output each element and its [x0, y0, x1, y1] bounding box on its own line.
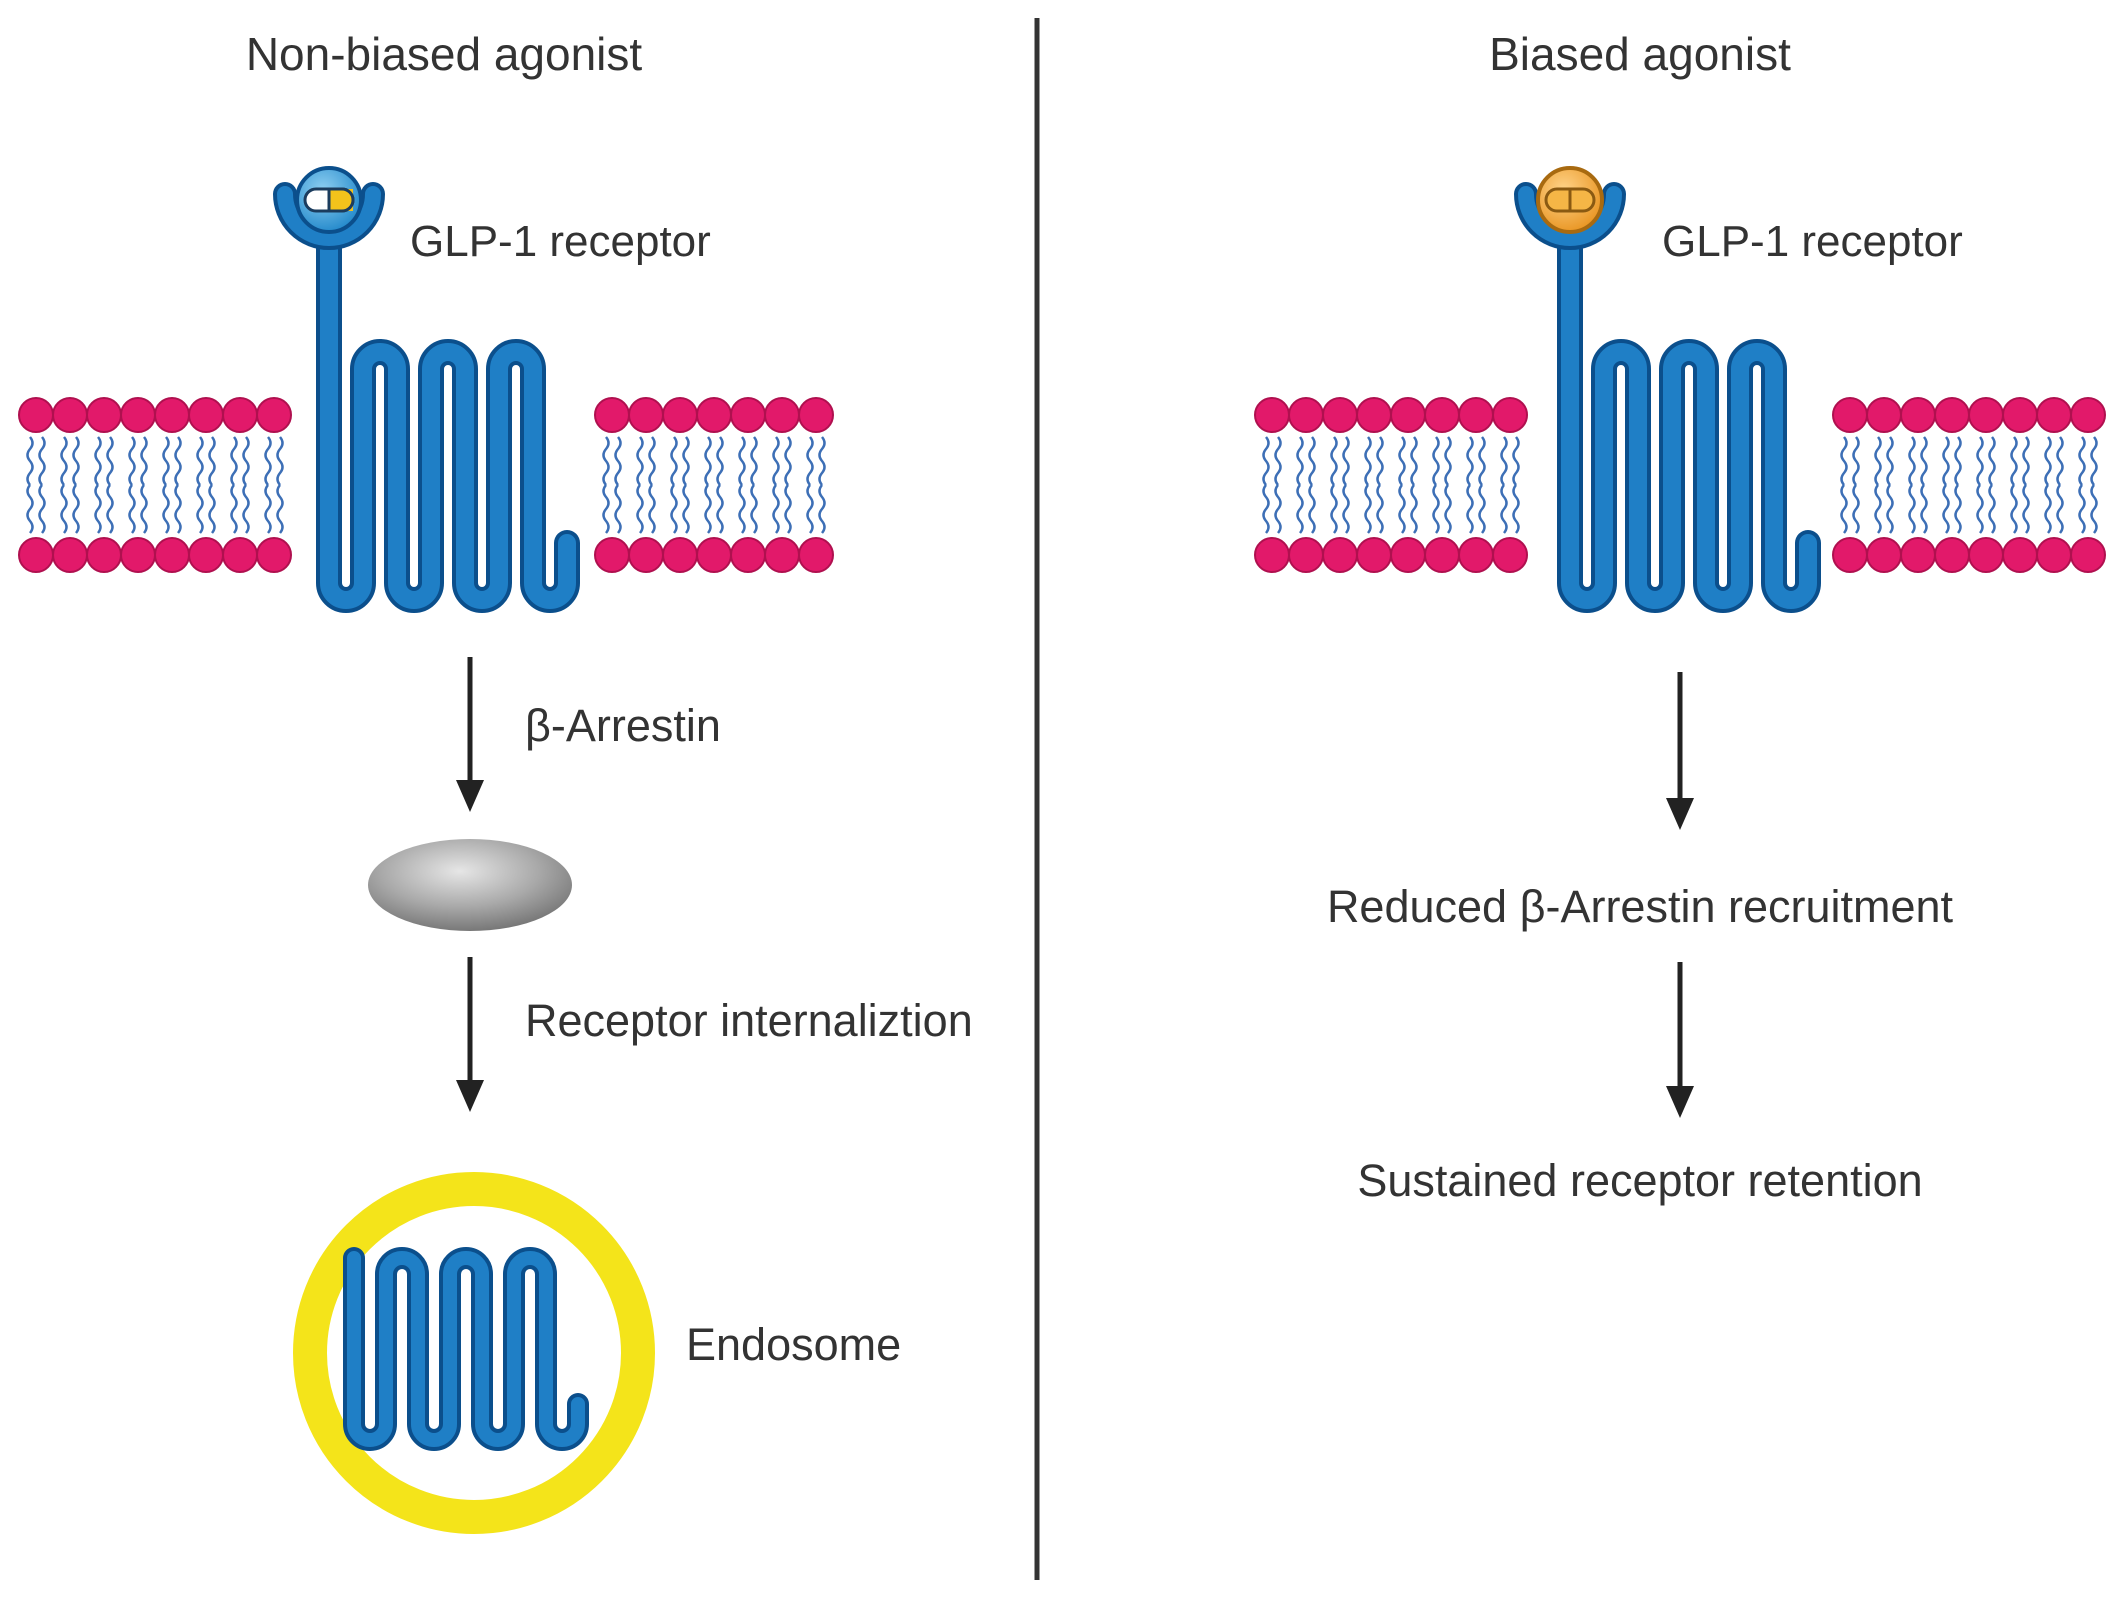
lipid-bilayer-icon: [594, 397, 834, 573]
ellipse-protein-icon: [368, 839, 572, 931]
right-panel-title: Biased agonist: [1489, 28, 1791, 80]
capsule-ligand-icon: [1536, 166, 1604, 234]
right-panel: Biased agonist GLP-1 receptor Reduced β-…: [1254, 28, 2106, 1206]
lipid-bilayer-icon: [18, 397, 292, 573]
left-panel-title: Non-biased agonist: [246, 28, 643, 80]
lipid-bilayer-icon: [1254, 397, 1528, 573]
beta-arrestin-label: β-Arrestin: [525, 700, 721, 751]
endosome-label: Endosome: [686, 1319, 901, 1370]
retention-label: Sustained receptor retention: [1357, 1155, 1922, 1206]
arrow-to-retention: [1666, 962, 1694, 1118]
reduced-recruitment-label: Reduced β-Arrestin recruitment: [1327, 881, 1954, 932]
left-panel: Non-biased agonist GLP-1 receptor β-Arre…: [18, 28, 973, 1534]
left-receptor-label: GLP-1 receptor: [410, 217, 711, 266]
arrow-to-beta-arrestin: [456, 657, 484, 812]
gpcr-seven-transmembrane-icon: [1514, 182, 1821, 613]
lipid-bilayer-icon: [1832, 397, 2106, 573]
arrow-to-endosome: [456, 957, 484, 1112]
gpcr-seven-transmembrane-icon: [273, 182, 580, 613]
right-receptor-label: GLP-1 receptor: [1662, 217, 1963, 266]
arrow-to-reduced-recruitment: [1666, 672, 1694, 830]
vesicle-ring-icon: [293, 1172, 655, 1534]
gpcr-seven-transmembrane-icon: [343, 1247, 589, 1451]
capsule-ligand-icon: [295, 166, 363, 234]
internalization-label: Receptor internaliztion: [525, 995, 973, 1046]
